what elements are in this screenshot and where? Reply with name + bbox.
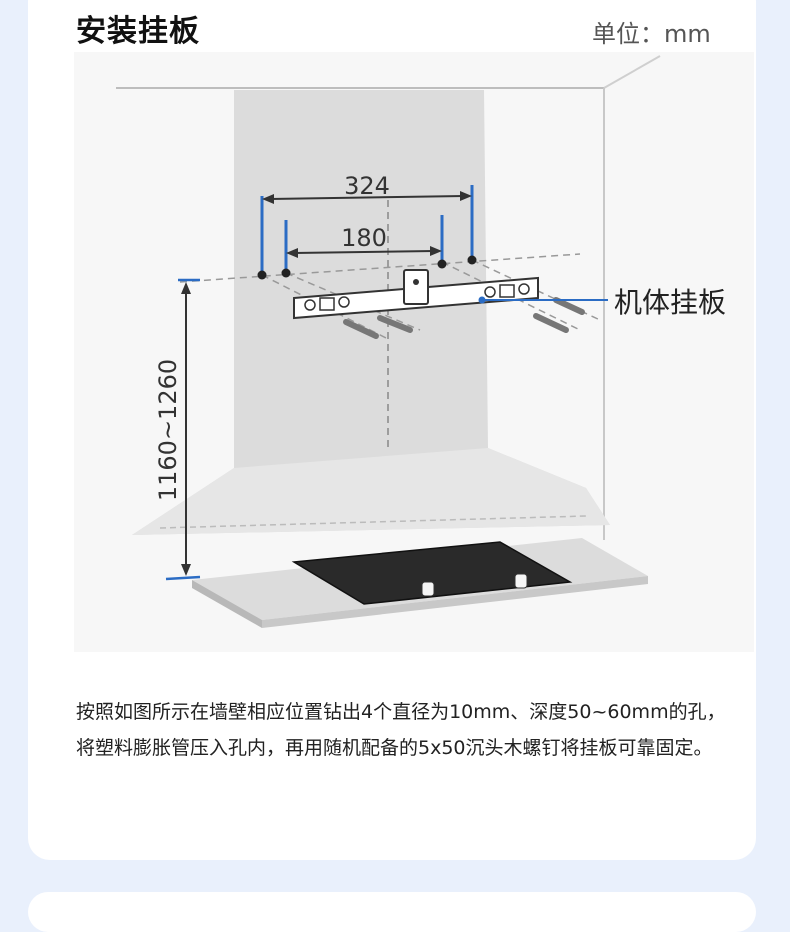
callout-dot — [478, 296, 486, 304]
wall-anchors — [343, 297, 585, 339]
hole-markers — [260, 185, 474, 276]
next-card — [28, 892, 756, 932]
hood-bottom-dashed — [159, 515, 587, 529]
dim-inner-line — [286, 246, 442, 258]
ceiling-edge — [603, 55, 661, 89]
dim-inner-label: 180 — [341, 224, 387, 252]
unit-label: 单位：mm — [592, 20, 711, 48]
section-title: 安装挂板 — [76, 14, 200, 49]
height-label: 1160~1260 — [154, 359, 182, 501]
height-dim-line — [181, 282, 191, 576]
callout-label: 机体挂板 — [614, 286, 726, 319]
height-bottom-tick — [165, 575, 201, 581]
description-text: 按照如图所示在墙壁相应位置钻出4个直径为10mm、深度50~60mm的孔，将塑料… — [76, 701, 726, 759]
dim-outer-label: 324 — [344, 172, 390, 200]
installation-diagram: 324 180 机体挂板 1160~1260 — [116, 55, 727, 628]
hole-dots — [257, 255, 477, 280]
cooktop — [291, 541, 573, 605]
mounting-bracket — [293, 269, 539, 320]
hood-canopy — [132, 448, 610, 535]
dim-outer-line — [262, 191, 472, 204]
mount-baseline — [179, 253, 581, 283]
